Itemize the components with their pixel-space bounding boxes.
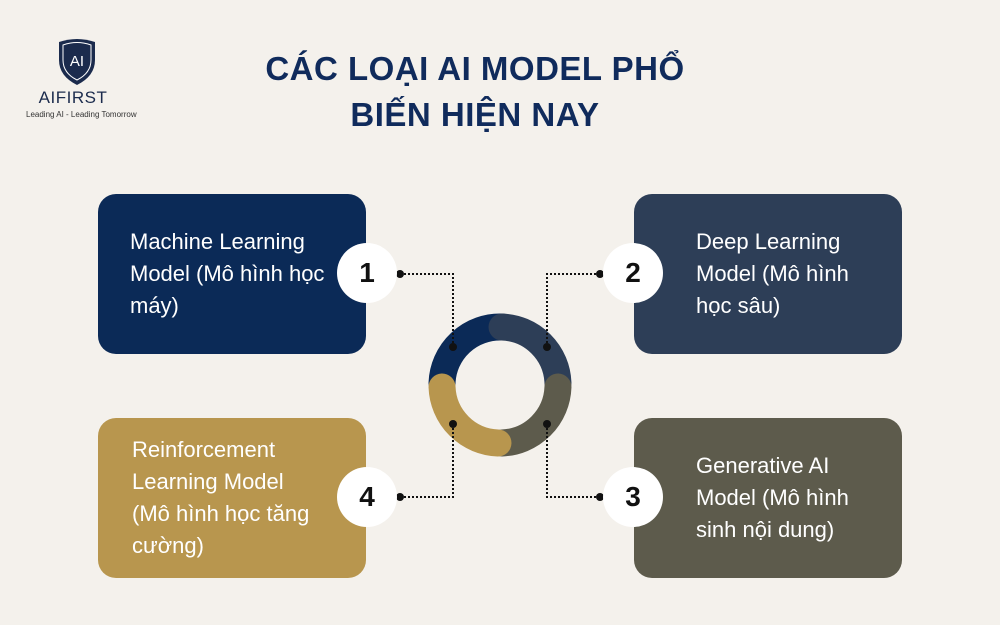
ring-segment-2: [488, 313, 572, 397]
page-title: CÁC LOẠI AI MODEL PHỔ BIẾN HIỆN NAY: [200, 46, 750, 138]
item-text: Generative AI Model (Mô hình sinh nội du…: [696, 453, 849, 542]
number-badge-3: 3: [603, 467, 663, 527]
item-text: Reinforcement Learning Model (Mô hình họ…: [132, 437, 310, 558]
connector-4: [400, 424, 454, 498]
number-badge-2: 2: [603, 243, 663, 303]
item-text: Deep Learning Model (Mô hình học sâu): [696, 229, 849, 318]
item-card-1: Machine Learning Model (Mô hình học máy): [98, 194, 366, 354]
logo: AI: [56, 38, 98, 91]
shield-logo-icon: AI: [59, 39, 95, 85]
logo-tagline: Leading AI - Leading Tomorrow: [26, 110, 137, 119]
item-text: Machine Learning Model (Mô hình học máy): [130, 229, 325, 318]
title-line-2: BIẾN HIỆN NAY: [350, 96, 600, 133]
connector-1: [400, 273, 454, 347]
number-badge-1: 1: [337, 243, 397, 303]
connector-3: [546, 424, 600, 498]
logo-name: AIFIRST: [38, 88, 108, 107]
ring-segment-3: [488, 373, 572, 457]
svg-text:AI: AI: [70, 53, 84, 70]
item-card-2: Deep Learning Model (Mô hình học sâu): [634, 194, 902, 354]
item-card-4: Reinforcement Learning Model (Mô hình họ…: [98, 418, 366, 578]
connector-2: [546, 273, 600, 347]
ring-segment-4: [428, 373, 512, 457]
title-line-1: CÁC LOẠI AI MODEL PHỔ: [265, 50, 685, 87]
item-card-3: Generative AI Model (Mô hình sinh nội du…: [634, 418, 902, 578]
number-badge-4: 4: [337, 467, 397, 527]
